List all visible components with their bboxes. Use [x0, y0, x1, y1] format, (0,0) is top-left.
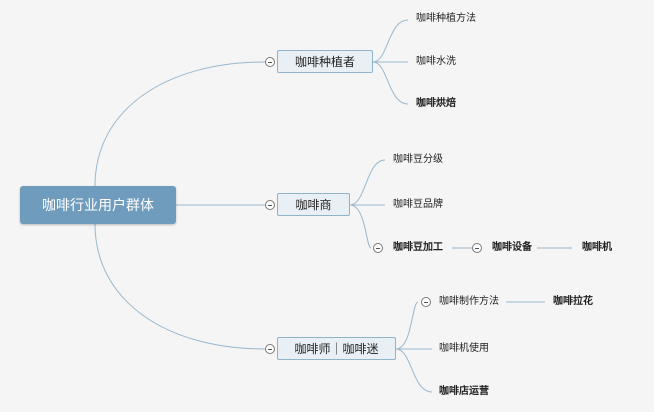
connector-merchant-leaf-1	[349, 159, 386, 206]
collapse-toggle-icon[interactable]	[265, 57, 275, 67]
root-node-label: 咖啡行业用户群体	[42, 198, 154, 214]
leaf-node[interactable]: 咖啡机	[582, 242, 612, 253]
leaf-node[interactable]: 咖啡制作方法	[439, 296, 499, 307]
collapse-toggle-icon[interactable]	[373, 243, 383, 253]
branch-node-label: 咖啡种植者	[294, 55, 355, 69]
leaf-node[interactable]: 咖啡设备	[492, 242, 532, 253]
leaf-node[interactable]: 咖啡拉花	[553, 296, 593, 307]
leaf-node[interactable]: 咖啡豆品牌	[393, 199, 443, 210]
collapse-toggle-icon[interactable]	[265, 200, 275, 210]
leaf-node[interactable]: 咖啡机使用	[439, 343, 489, 354]
connector-root-to-barista	[94, 223, 266, 350]
leaf-node[interactable]: 咖啡种植方法	[416, 13, 476, 24]
connector-barista-leaf-3	[395, 348, 433, 393]
leaf-node[interactable]: 咖啡水洗	[416, 56, 456, 67]
branch-node-merchant[interactable]: 咖啡商	[277, 193, 350, 216]
connector-merchant-leaf-3	[349, 204, 372, 249]
connector-root-to-grower	[94, 61, 266, 187]
branch-node-label: 咖啡商	[295, 198, 332, 212]
collapse-toggle-icon[interactable]	[472, 243, 482, 253]
leaf-node[interactable]: 咖啡烘焙	[416, 98, 456, 109]
branch-node-label: 咖啡师｜咖啡迷	[294, 342, 379, 356]
leaf-node[interactable]: 咖啡豆分级	[393, 154, 443, 165]
leaf-node[interactable]: 咖啡豆加工	[393, 242, 443, 253]
connector-grower-leaf-3	[372, 61, 409, 105]
branch-node-barista[interactable]: 咖啡师｜咖啡迷	[277, 337, 396, 360]
root-node[interactable]: 咖啡行业用户群体	[20, 186, 176, 224]
collapse-toggle-icon[interactable]	[421, 297, 431, 307]
collapse-toggle-icon[interactable]	[265, 344, 275, 354]
leaf-node[interactable]: 咖啡店运营	[439, 386, 489, 397]
connector-barista-leaf-1	[395, 301, 419, 350]
connector-grower-leaf-1	[372, 19, 409, 63]
branch-node-grower[interactable]: 咖啡种植者	[277, 50, 373, 73]
